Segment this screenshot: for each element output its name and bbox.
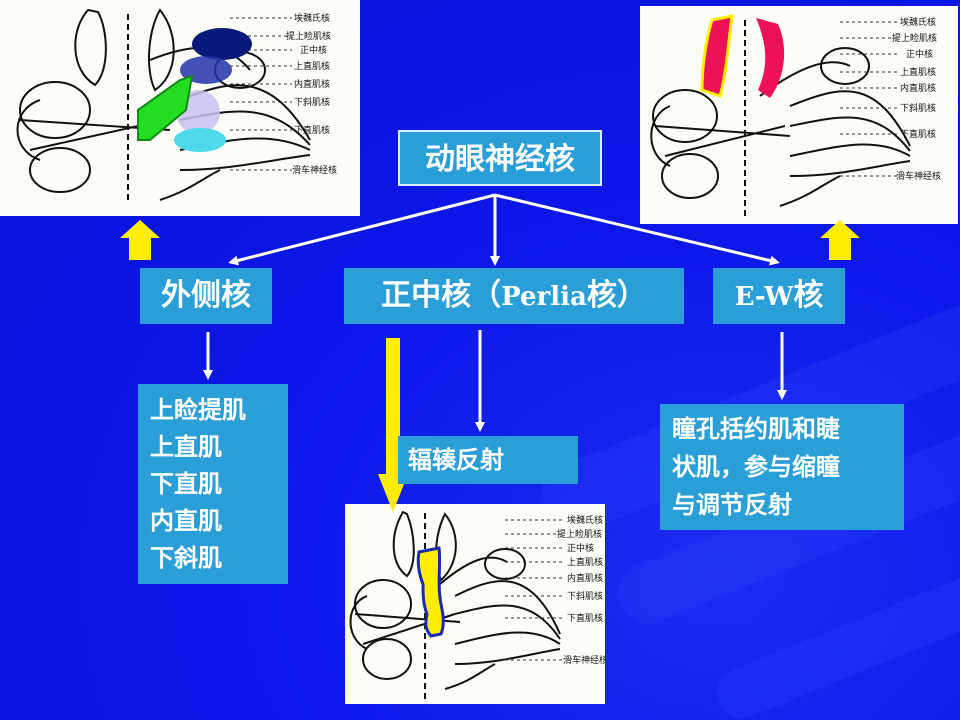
diagram-label: 内直肌核 [567, 572, 603, 584]
nuclei-diagram: 埃魏氏核 提上睑肌核 正中核 上直肌核 内直肌核 下斜肌核 下直肌核 滑车神经核 [16, 8, 337, 201]
ew-nucleus-shape [192, 28, 252, 60]
diagram-label: 内直肌核 [900, 82, 936, 94]
diagram-label: 埃魏氏核 [567, 514, 603, 526]
diagram-label: 下直肌核 [900, 128, 936, 140]
ew-suffix: 核 [793, 278, 824, 313]
ew-nucleus-highlight-left [700, 14, 734, 98]
diagram-label: 滑车神经核 [563, 654, 605, 666]
muscle-item: 上睑提肌 [150, 396, 246, 424]
muscle-item: 下斜肌 [150, 544, 222, 572]
diagram-label: 内直肌核 [294, 78, 330, 90]
median-nucleus-highlight [416, 546, 445, 638]
ew-nucleus-highlight-right [756, 18, 785, 98]
convergence-reflex-box: 辐辏反射 [398, 436, 578, 484]
arrow-to-lateral [228, 193, 496, 266]
median-suffix: 核） [586, 278, 647, 313]
diagram-label: 下斜肌核 [567, 590, 603, 602]
diagram-label: 上直肌核 [294, 60, 330, 72]
oculomotor-nucleus-title: 动眼神经核 [398, 130, 602, 186]
yellow-up-arrow-right [820, 220, 860, 260]
ew-target-line: 与调节反射 [672, 491, 792, 519]
ew-nucleus-box: E-W核 [713, 268, 845, 324]
diagram-ew-nucleus: 埃魏氏核 提上睑肌核 正中核 上直肌核 内直肌核 下斜肌核 下直肌核 滑车神经核 [640, 6, 958, 224]
muscle-item: 内直肌 [150, 507, 222, 535]
diagram-label: 滑车神经核 [292, 164, 337, 176]
diagram-label: 正中核 [300, 44, 327, 56]
yellow-arrow-shaft [386, 338, 400, 478]
nuclei-diagram: 埃魏氏核 提上睑肌核 正中核 上直肌核 内直肌核 下斜肌核 下直肌核 滑车神经核 [650, 14, 941, 216]
ew-target-line: 状肌，参与缩瞳 [672, 453, 840, 481]
diagram-label: 正中核 [906, 48, 933, 60]
diagram-label: 下直肌核 [294, 124, 330, 136]
muscle-item: 下直肌 [150, 470, 222, 498]
muscle-item: 上直肌 [150, 433, 222, 461]
diagram-lateral-nucleus: 埃魏氏核 提上睑肌核 正中核 上直肌核 内直肌核 下斜肌核 下直肌核 滑车神经核 [0, 0, 360, 216]
diagram-label: 滑车神经核 [896, 170, 941, 182]
lateral-nucleus-highlight [137, 74, 194, 141]
lateral-nucleus-box: 外侧核 [140, 268, 272, 324]
diagram-label: 上直肌核 [900, 66, 936, 78]
ew-latin: E-W [734, 282, 794, 312]
diagram-label: 正中核 [567, 542, 594, 554]
arrow-to-ew [494, 193, 780, 266]
levator-nucleus-shape [180, 56, 232, 84]
diagram-label: 下直肌核 [567, 612, 603, 624]
yellow-up-arrow-left [120, 220, 160, 260]
median-latin: Perlia [501, 282, 587, 312]
diagram-label: 埃魏氏核 [294, 12, 330, 24]
median-prefix: 正中核（ [381, 278, 502, 313]
diagram-label: 下斜肌核 [294, 96, 330, 108]
diagram-label: 埃魏氏核 [900, 16, 936, 28]
diagram-label: 下斜肌核 [900, 102, 936, 114]
median-nucleus-box: 正中核（Perlia核） [344, 268, 684, 324]
diagram-label: 提上睑肌核 [286, 30, 331, 42]
nuclei-diagram: 埃魏氏核 提上睑肌核 正中核 上直肌核 内直肌核 下斜肌核 下直肌核 滑车神经核 [349, 510, 605, 699]
lateral-targets-box: 上睑提肌 上直肌 下直肌 内直肌 下斜肌 [138, 384, 288, 584]
diagram-label: 上直肌核 [567, 556, 603, 568]
diagram-label: 提上睑肌核 [557, 528, 602, 540]
diagram-median-nucleus: 埃魏氏核 提上睑肌核 正中核 上直肌核 内直肌核 下斜肌核 下直肌核 滑车神经核 [345, 504, 605, 704]
ew-target-box: 瞳孔括约肌和睫 状肌，参与缩瞳 与调节反射 [660, 404, 904, 530]
inferior-rectus-nucleus-shape [174, 128, 226, 152]
diagram-label: 提上睑肌核 [892, 32, 937, 44]
ew-target-line: 瞳孔括约肌和睫 [672, 415, 840, 443]
